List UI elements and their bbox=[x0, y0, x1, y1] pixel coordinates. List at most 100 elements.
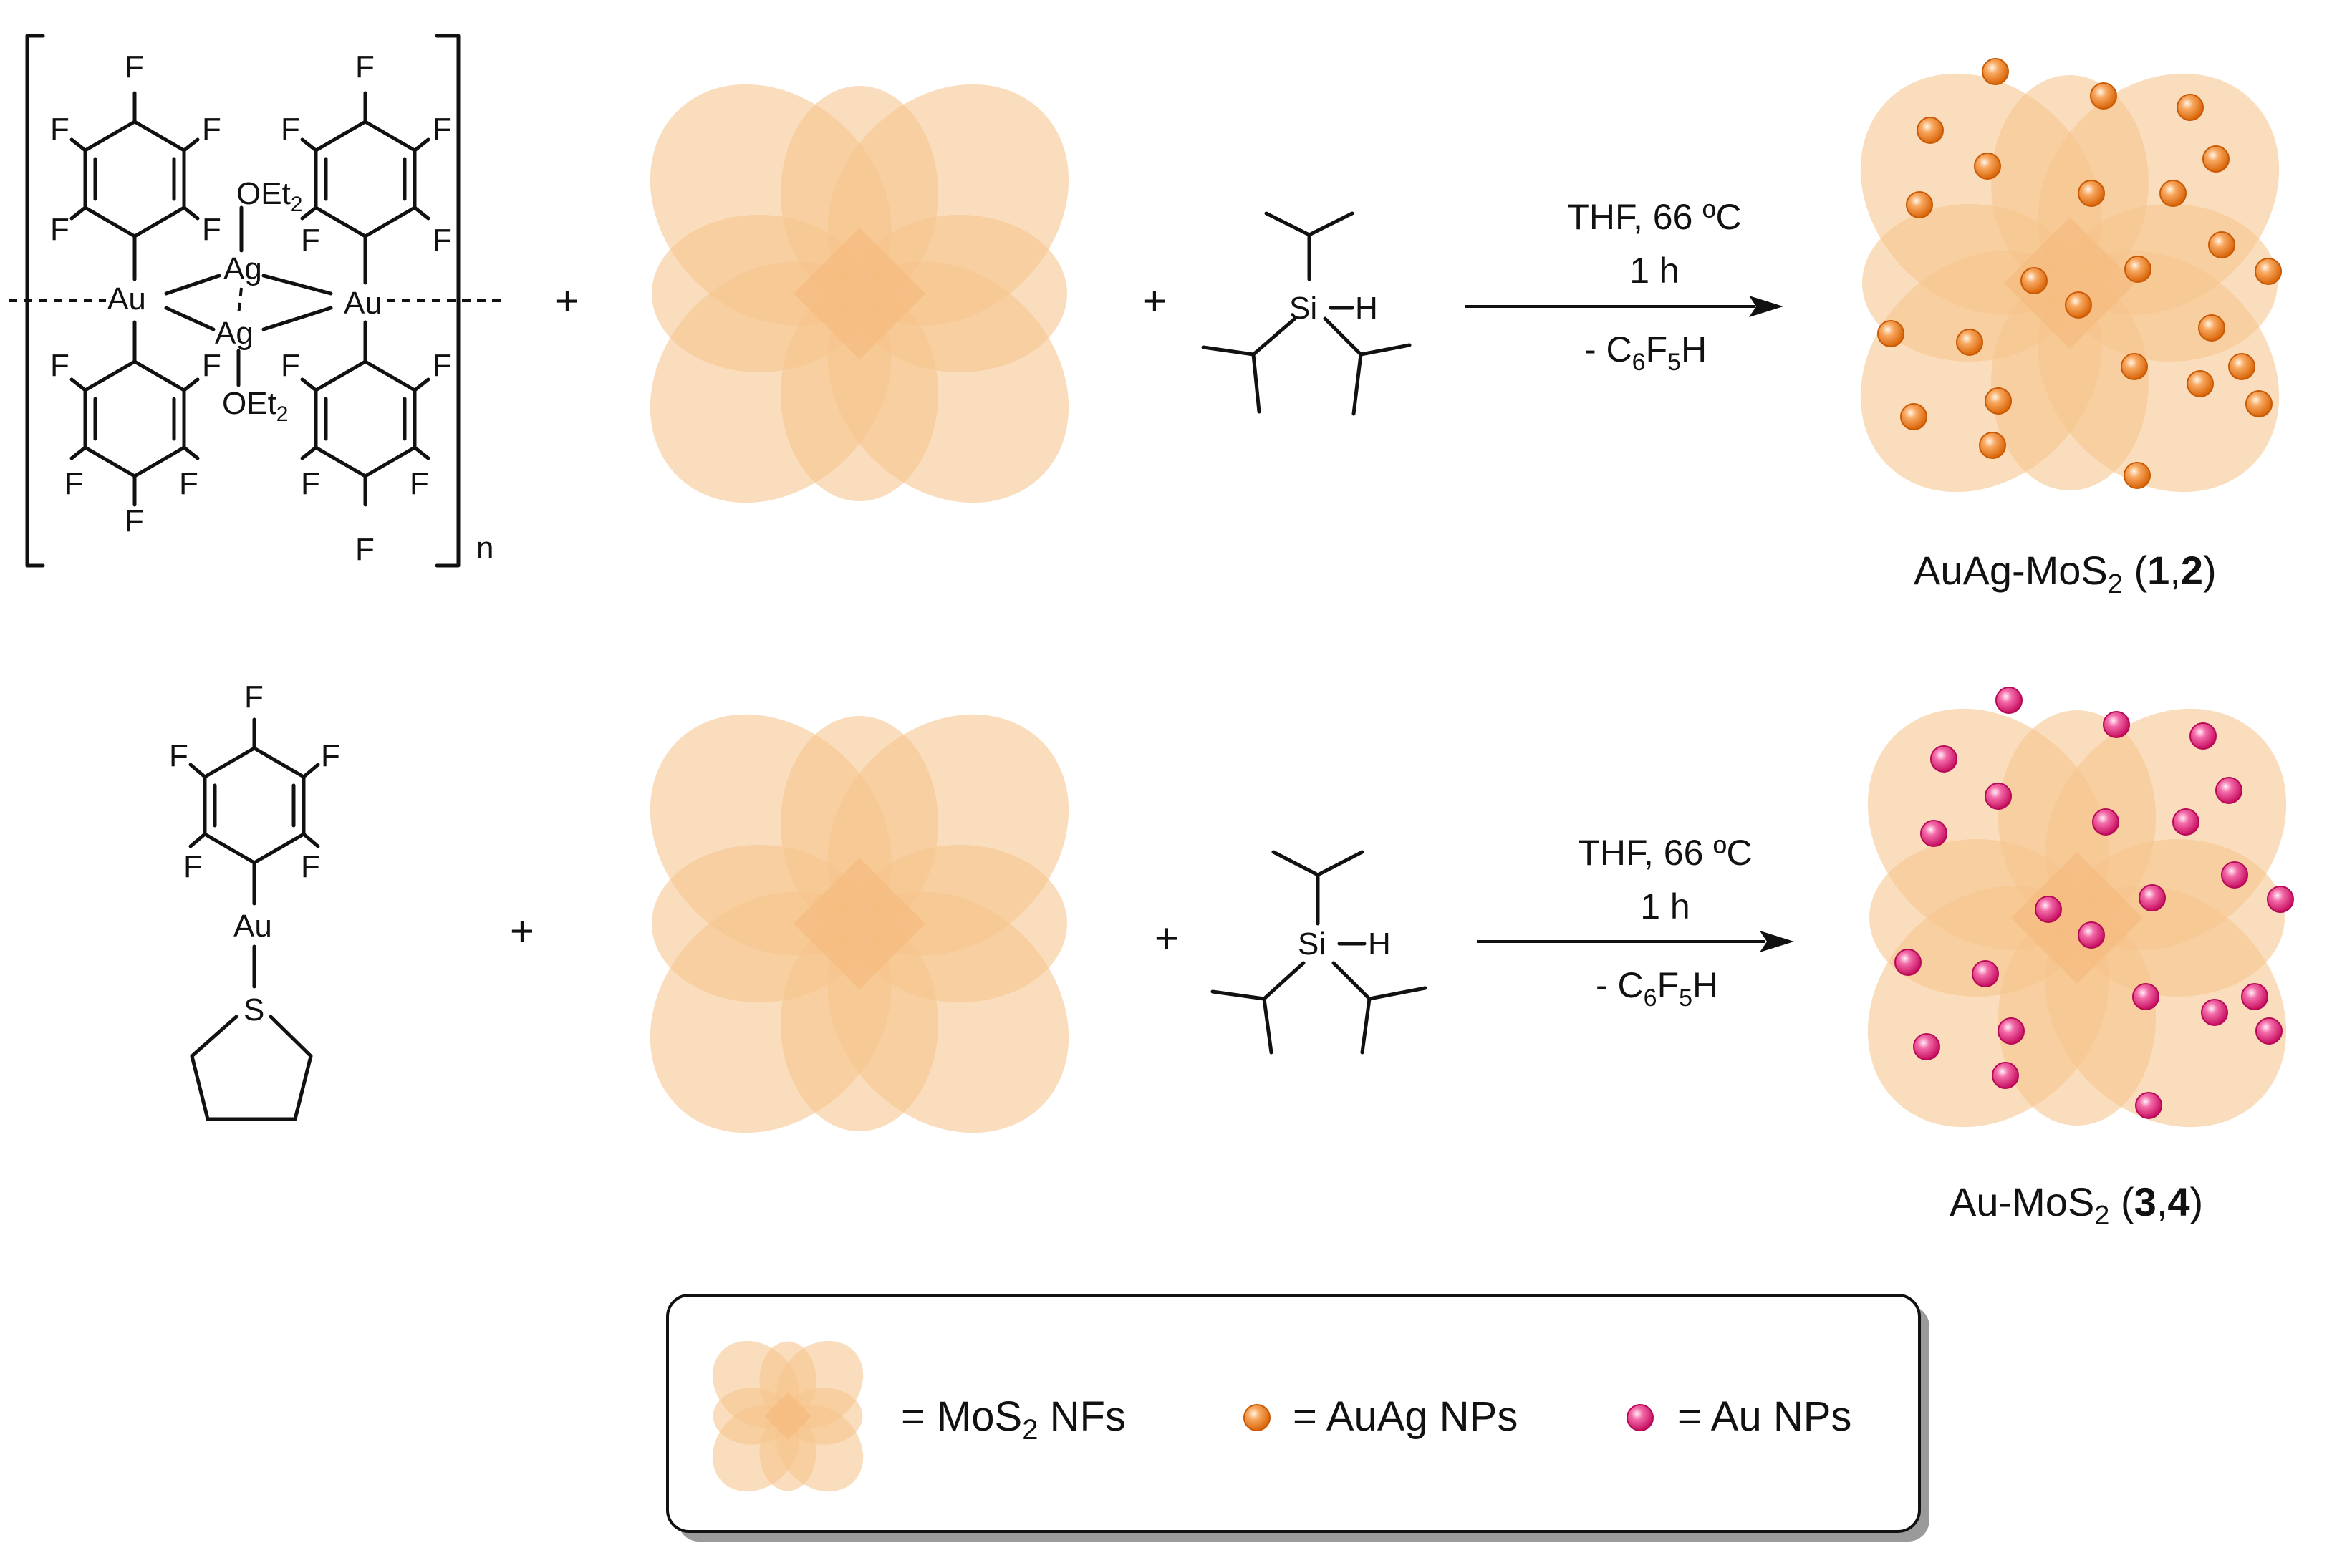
legend-nanoflower-icon bbox=[695, 1323, 881, 1509]
mos2-nanoflower bbox=[1811, 24, 2328, 541]
au-np bbox=[2201, 999, 2228, 1026]
au-np bbox=[2035, 896, 2062, 923]
s-atom: S bbox=[244, 992, 264, 1027]
au-np bbox=[2221, 861, 2248, 889]
au-np bbox=[1920, 820, 1947, 847]
oet2-bottom: OEt2 bbox=[222, 386, 288, 426]
au-atom: Au bbox=[233, 909, 272, 944]
auag-np bbox=[1974, 153, 2001, 180]
c6f5-ring-top-left bbox=[85, 122, 184, 236]
reaction-time: 1 h bbox=[1629, 251, 1680, 291]
f-atom: F bbox=[355, 532, 375, 567]
reaction-time: 1 h bbox=[1640, 886, 1690, 926]
f-atom: F bbox=[355, 49, 375, 84]
legend-nf-label: = MoS2 NFs bbox=[901, 1393, 1126, 1446]
au-atom-right: Au bbox=[344, 286, 382, 321]
plus-sign: + bbox=[1142, 278, 1167, 324]
f-atom: F bbox=[410, 466, 429, 501]
auag-np bbox=[2177, 94, 2204, 121]
plus-sign: + bbox=[555, 278, 579, 324]
legend-auag-icon bbox=[1243, 1404, 1271, 1431]
legend-box bbox=[666, 1294, 1921, 1533]
auag-mos2-product bbox=[1811, 24, 2328, 541]
legend-auag-label: = AuAg NPs bbox=[1293, 1393, 1518, 1440]
auag-np bbox=[1985, 387, 2012, 415]
au-np bbox=[1913, 1033, 1940, 1060]
au-np bbox=[2215, 777, 2242, 804]
reaction-arrowhead bbox=[1760, 931, 1794, 952]
au-np bbox=[2092, 808, 2119, 836]
ag-atom-top: Ag bbox=[223, 251, 262, 286]
plus-sign: + bbox=[510, 908, 534, 954]
si-atom: Si bbox=[1289, 291, 1317, 326]
reaction-arrowhead bbox=[1749, 296, 1783, 317]
f-atom: F bbox=[433, 223, 452, 258]
triisopropylsilane: Si H bbox=[1210, 850, 1427, 1055]
byproduct: - C6F5H bbox=[1596, 965, 1718, 1012]
auag-np bbox=[1979, 432, 2006, 459]
reaction-conditions: THF, 66 ºC bbox=[1567, 197, 1741, 237]
au-nanoparticles bbox=[1894, 687, 2294, 1119]
auag-np bbox=[1877, 320, 1904, 347]
auag-np bbox=[2124, 462, 2151, 489]
f-atom: F bbox=[321, 738, 340, 773]
auag-np bbox=[2020, 267, 2048, 294]
au-np bbox=[2139, 884, 2166, 911]
au-np bbox=[2267, 886, 2294, 913]
au-np bbox=[1995, 687, 2023, 714]
au-np bbox=[1992, 1062, 2019, 1089]
f-atom: F bbox=[202, 112, 221, 147]
c6f5-ring-bottom-left bbox=[85, 362, 184, 476]
f-atom: F bbox=[433, 112, 452, 147]
product-label-au: Au-MoS2 (3,4) bbox=[1950, 1179, 2203, 1231]
f-atom: F bbox=[169, 738, 188, 773]
ag-atom-bottom: Ag bbox=[215, 316, 254, 351]
auag-np bbox=[1982, 58, 2009, 85]
f-atom: F bbox=[301, 223, 320, 258]
au-np bbox=[2189, 722, 2217, 750]
byproduct: - C6F5H bbox=[1584, 329, 1707, 376]
f-atom: F bbox=[202, 212, 221, 247]
auag-np bbox=[2208, 231, 2235, 258]
si-atom: Si bbox=[1298, 926, 1326, 962]
f-atom: F bbox=[179, 466, 198, 501]
c6f5-ring-top-right bbox=[316, 122, 415, 236]
f-atom: F bbox=[50, 348, 69, 383]
auag-np bbox=[2159, 180, 2187, 207]
auag-np bbox=[1917, 117, 1944, 144]
auag-np bbox=[2078, 180, 2105, 207]
f-atom: F bbox=[125, 49, 144, 84]
f-atom: F bbox=[183, 849, 203, 884]
au-np bbox=[2132, 983, 2159, 1010]
right-bracket bbox=[435, 34, 461, 568]
au-np bbox=[2241, 983, 2268, 1010]
auag-np bbox=[2065, 291, 2092, 319]
mos2-nanoflower bbox=[601, 35, 1118, 552]
auag-np bbox=[1906, 191, 1933, 218]
au-np bbox=[2172, 808, 2199, 836]
au-np bbox=[1998, 1017, 2025, 1045]
f-atom: F bbox=[301, 466, 320, 501]
legend-au-label: = Au NPs bbox=[1677, 1393, 1851, 1440]
f-atom: F bbox=[281, 112, 300, 147]
auag-np bbox=[1956, 329, 1983, 356]
au-mos2-product bbox=[1818, 659, 2336, 1176]
plus-sign: + bbox=[1155, 915, 1179, 962]
polymer-subscript-n: n bbox=[476, 531, 493, 566]
h-atom: H bbox=[1368, 926, 1391, 962]
auag-np bbox=[2228, 353, 2255, 380]
au-np bbox=[1985, 783, 2012, 810]
au-tht-precursor: F F F F F Au S bbox=[169, 679, 340, 1121]
au-atom-left: Au bbox=[107, 281, 146, 316]
c6f5-ring-bottom-right bbox=[316, 362, 415, 476]
f-atom: F bbox=[202, 348, 221, 383]
f-atom: F bbox=[64, 466, 84, 501]
auag-np bbox=[2255, 258, 2282, 285]
h-atom: H bbox=[1355, 291, 1378, 326]
mos2-nanoflower bbox=[601, 665, 1118, 1182]
oet2-top: OEt2 bbox=[236, 176, 302, 216]
f-atom: F bbox=[301, 849, 320, 884]
f-atom: F bbox=[433, 348, 452, 383]
au-np bbox=[2103, 711, 2130, 738]
